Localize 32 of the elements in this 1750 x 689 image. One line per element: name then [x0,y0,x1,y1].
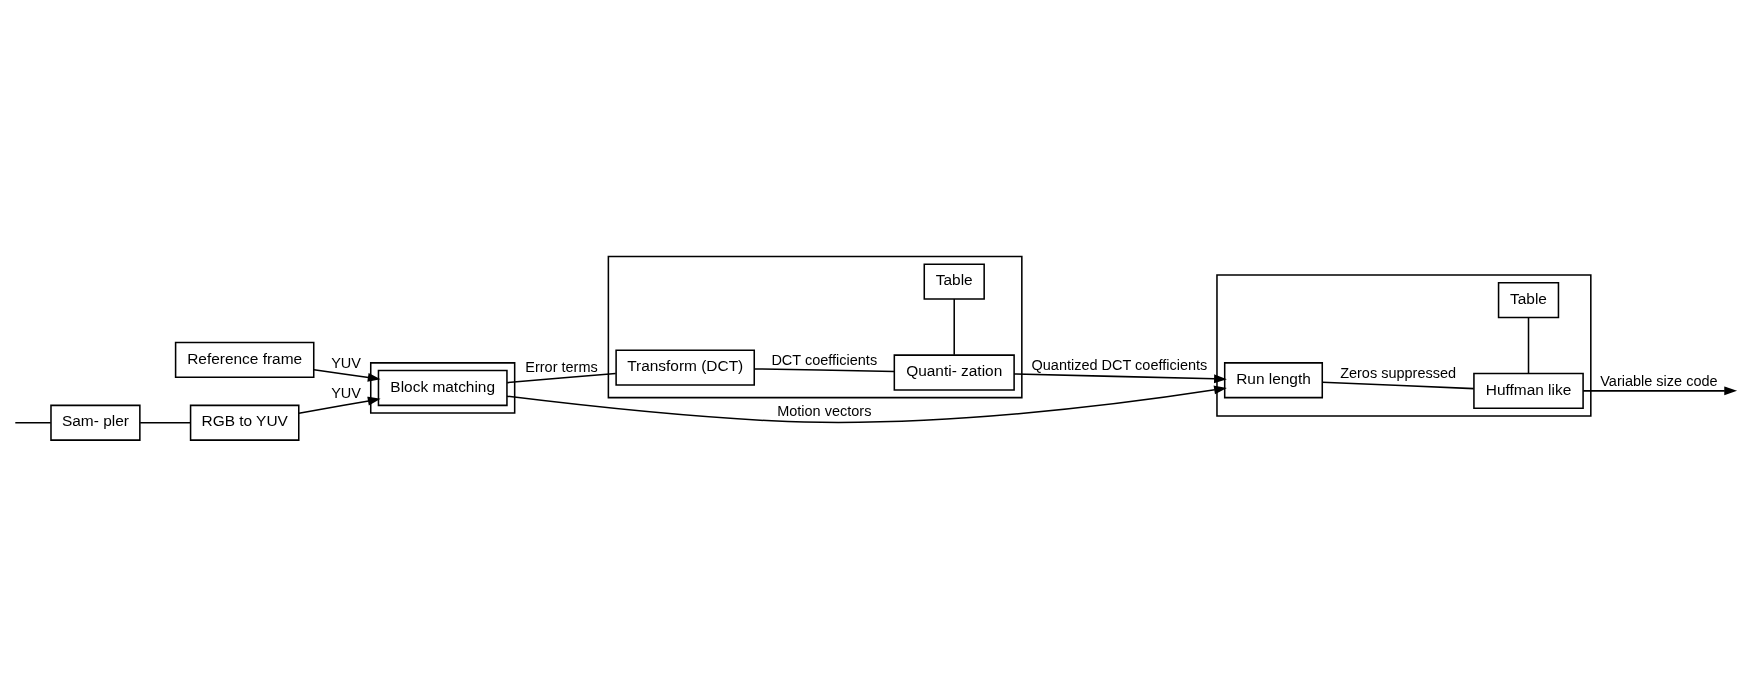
arrow [506,385,1227,424]
node-box: Table [1497,281,1560,319]
node-box: Transform (DCT) [615,349,756,386]
edge-label: YUV [331,354,361,371]
node-box: Block matching [377,369,508,407]
connector [1321,381,1475,390]
connector [753,368,895,373]
node-box: Sam- pler [50,404,141,441]
connector [139,421,192,424]
arrow [1013,373,1227,384]
node-box: Reference frame [174,341,315,379]
cluster [607,255,1023,399]
edge-label: Variable size code [1600,373,1718,390]
arrow [298,396,381,415]
connector [1527,316,1530,374]
edge-label: Zeros suppressed [1340,365,1457,382]
node-box: Huffman like [1473,372,1584,410]
edge-label: DCT coefficients [771,351,878,368]
connector [506,372,617,384]
edge-label: Error terms [525,358,598,375]
node-box: RGB to YUV [189,404,300,441]
connector [953,298,955,356]
edge-label: YUV [331,384,361,401]
node-box: Table [923,263,985,300]
node-box: Quanti- zation [893,354,1015,391]
node-box: Run length [1223,362,1324,399]
connector [14,421,52,424]
arrow [1582,386,1738,396]
edge-label: Motion vectors [777,402,872,419]
cluster [1216,274,1592,417]
edge-label: Quantized DCT coefficients [1031,356,1208,373]
arrow [313,368,381,382]
